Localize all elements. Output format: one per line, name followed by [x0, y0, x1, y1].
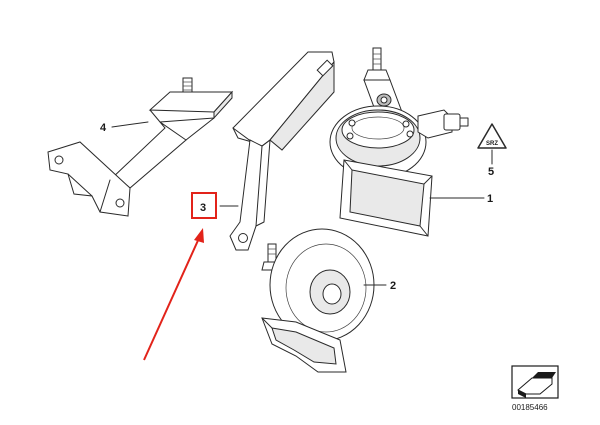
document-icon	[511, 365, 559, 399]
callout-part-4[interactable]: 4	[100, 122, 107, 134]
callout-part-5[interactable]: 5	[488, 166, 494, 178]
leader-lines	[111, 121, 493, 286]
callout-part-1[interactable]: 1	[487, 193, 493, 205]
part-1-horn-high-tone	[329, 47, 469, 237]
part-3-bracket	[229, 51, 335, 251]
callout-part-2[interactable]: 2	[390, 280, 396, 292]
callout-part-3[interactable]: 3	[200, 202, 206, 214]
warning-label-text: SRZ	[486, 141, 498, 147]
part-4-bracket	[47, 77, 234, 217]
part-5-warning-label: SRZ	[477, 123, 507, 149]
part-2-horn-low-tone	[261, 228, 375, 373]
highlight-box-part-3	[191, 192, 217, 219]
document-number: 00185466	[512, 403, 548, 412]
red-arrow-icon	[143, 228, 204, 361]
